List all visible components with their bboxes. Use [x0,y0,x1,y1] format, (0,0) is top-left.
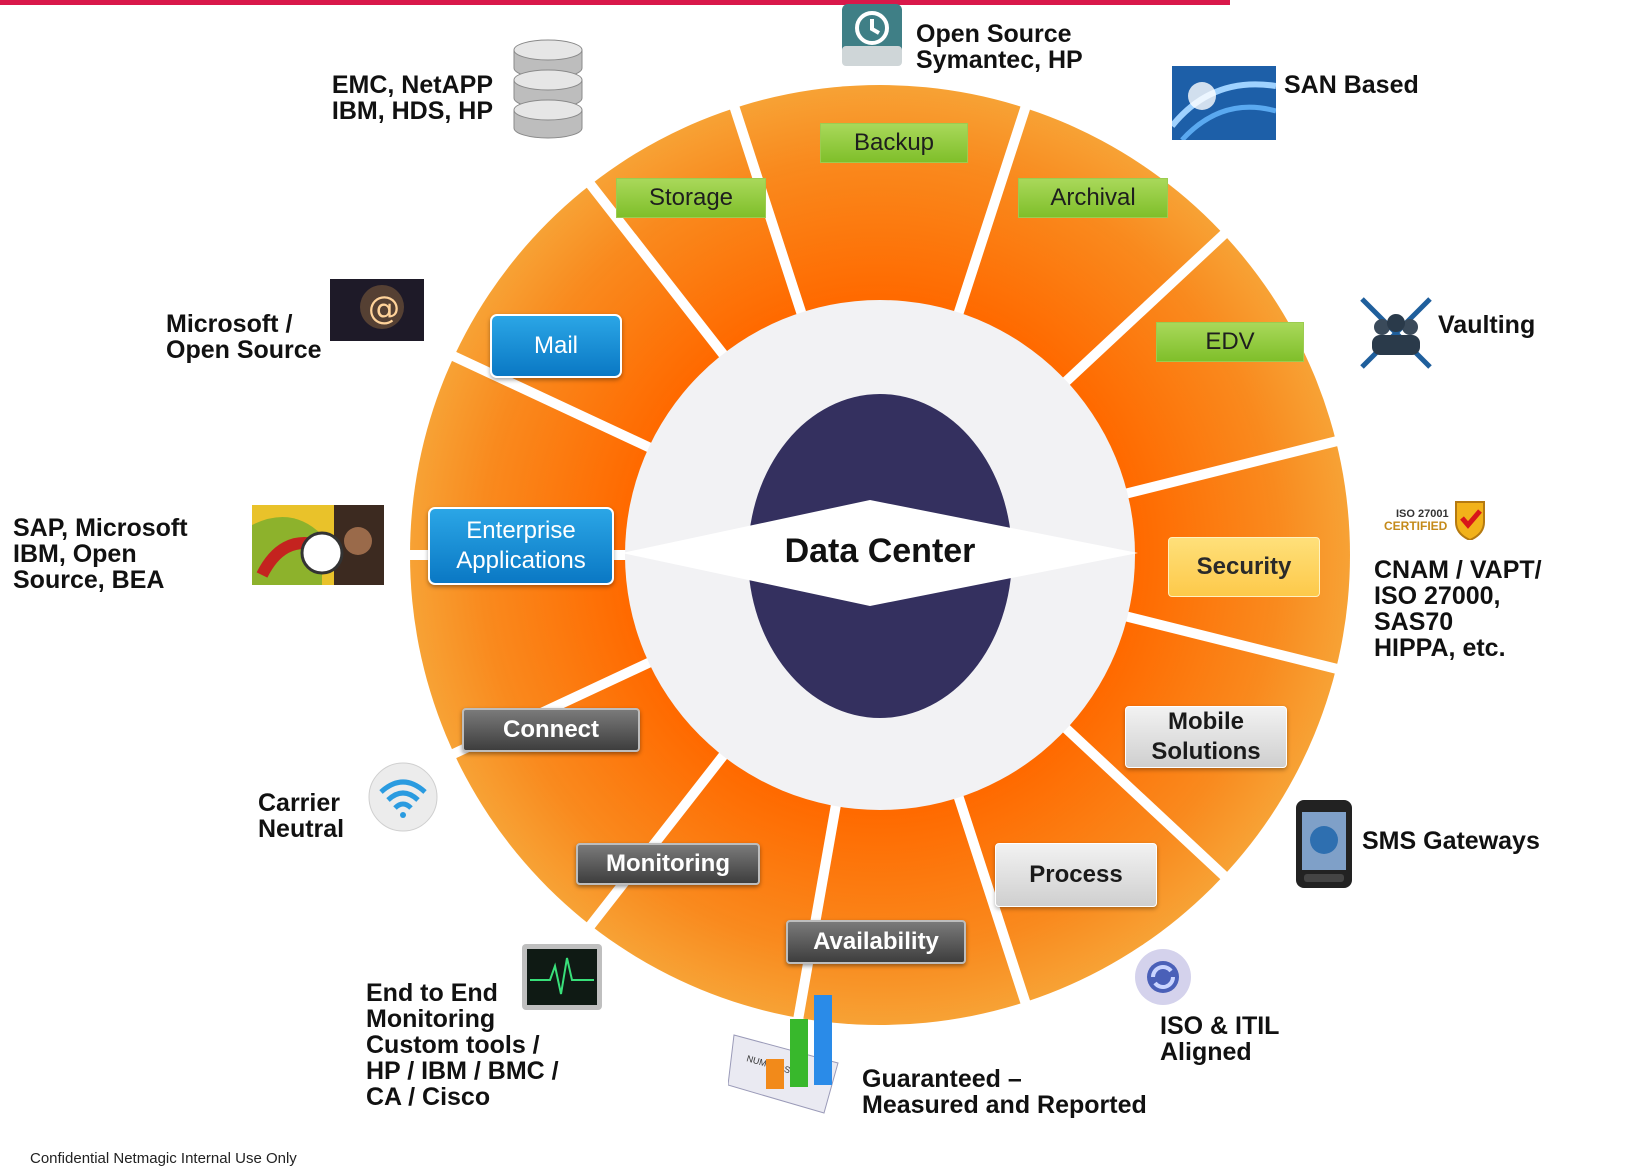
label-availability: Guaranteed – Measured and Reported [862,1065,1147,1119]
vaulting-people-icon [1360,297,1432,369]
segment-monitoring[interactable]: Monitoring [576,843,760,885]
segment-edv[interactable]: EDV [1156,322,1304,362]
top-accent-bar [0,0,1230,5]
segment-storage[interactable]: Storage [616,178,766,218]
monitor-heartbeat-icon [522,944,602,1010]
wifi-icon [368,762,438,832]
divider-line [444,348,656,454]
iso-certified-icon: ISO 27001 CERTIFIED [1384,501,1485,540]
label-archival: SAN Based [1284,71,1419,99]
segment-mobile-solutions[interactable]: Mobile Solutions [1125,706,1287,768]
iso-cycle-icon [1135,949,1191,1005]
segment-archival[interactable]: Archival [1018,178,1168,218]
divider-line [792,800,842,1027]
iso-badge-bottom-text: CERTIFIED [1384,519,1448,533]
center-title: Data Center [784,532,976,570]
footer-confidential: Confidential Netmagic Internal Use Only [30,1150,297,1167]
label-monitoring: End to End Monitoring Custom tools / HP … [366,979,559,1111]
divider-line [581,175,731,362]
segment-availability[interactable]: Availability [786,920,966,964]
iso-badge-top-text: ISO 27001 [1396,508,1449,520]
san-network-icon [1172,66,1276,140]
label-mobile-solutions: SMS Gateways [1362,827,1540,855]
segment-mail[interactable]: Mail [490,314,622,378]
label-connect: Carrier Neutral [258,789,345,843]
divider-line [1059,721,1233,885]
divider-line [1059,225,1233,389]
segment-security[interactable]: Security [1168,537,1320,597]
segment-backup[interactable]: Backup [820,123,968,163]
enterprise-chart-icon [252,505,384,585]
segment-process[interactable]: Process [995,843,1157,907]
svg-text:@: @ [368,289,400,327]
smartphone-icon [1296,800,1352,888]
mail-at-icon: @ [330,279,424,341]
label-storage: EMC, NetAPP IBM, HDS, HP [331,71,493,125]
label-mail: Microsoft / Open Source [166,310,322,364]
divider-line [1121,610,1346,676]
divider-line [1121,434,1346,500]
backup-drive-icon [842,4,902,66]
divider-line [952,791,1033,1012]
label-process: ISO & ITIL Aligned [1160,1012,1280,1066]
label-security: CNAM / VAPT/ ISO 27000, SAS70 HIPPA, etc… [1374,556,1542,662]
center-banner [622,500,1138,606]
bar-chart-icon: NUMBERS [728,995,839,1114]
divider-line [952,98,1033,319]
segment-connect[interactable]: Connect [462,708,640,752]
database-icon [513,39,583,139]
label-enterprise-applications: SAP, Microsoft IBM, Open Source, BEA [13,514,188,594]
label-backup: Open Source Symantec, HP [916,20,1083,74]
divider-line [581,748,731,935]
label-edv: Vaulting [1438,311,1536,339]
segment-enterprise-applications[interactable]: Enterprise Applications [428,507,614,585]
divider-line [727,98,808,319]
